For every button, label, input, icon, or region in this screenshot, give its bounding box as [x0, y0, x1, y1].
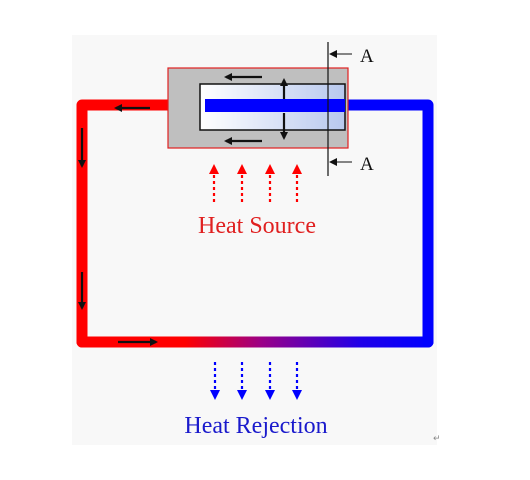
vapor-line — [76, 99, 176, 348]
section-label-top: A — [360, 46, 374, 67]
section-marker: A A — [327, 42, 374, 176]
heat-rejection-arrows — [210, 362, 302, 400]
heat-rejection-label: Heat Rejection — [184, 413, 327, 439]
heat-source-arrows — [209, 164, 302, 202]
heat-source-label: Heat Source — [198, 213, 316, 239]
section-label-bottom: A — [360, 154, 374, 175]
evaporator — [167, 67, 349, 149]
corner-mark: ↵ — [433, 434, 441, 444]
liquid-core — [205, 99, 345, 112]
